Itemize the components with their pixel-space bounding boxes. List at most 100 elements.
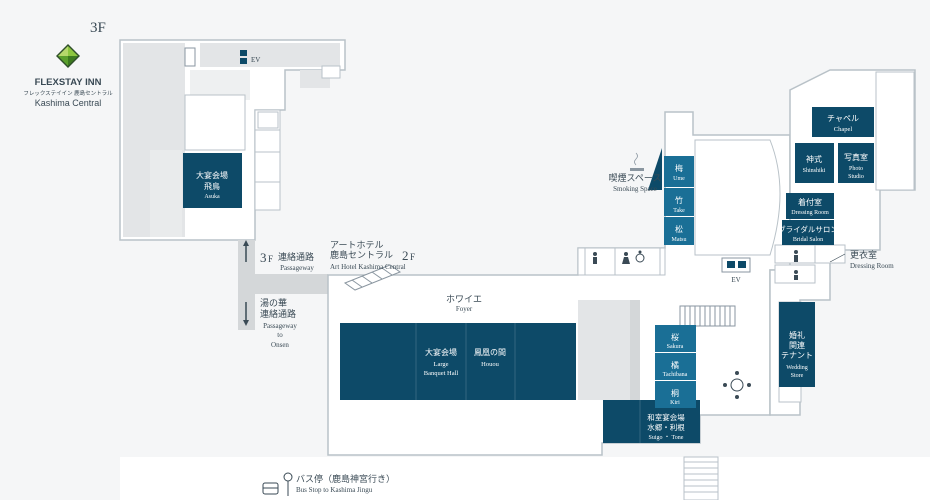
room-chapel bbox=[812, 107, 874, 137]
chapel-en: Chapel bbox=[834, 126, 853, 133]
asuka-jp2: 飛鳥 bbox=[204, 181, 220, 191]
bus-stop-sign-icon bbox=[283, 472, 293, 496]
tachibana-jp: 橘 bbox=[671, 360, 679, 370]
smoking-icon bbox=[630, 152, 644, 171]
central-hall-wall bbox=[694, 139, 781, 256]
passageway-corridor-h bbox=[238, 274, 328, 294]
room-kitsuke bbox=[786, 193, 834, 219]
chapel-jp: チャペル bbox=[827, 114, 859, 123]
room-kiri bbox=[655, 381, 696, 408]
bridal-en: Bridal Salon bbox=[793, 237, 823, 243]
escalator-icon bbox=[679, 305, 736, 327]
onsen-en2: to bbox=[277, 331, 283, 339]
foyer-jp: ホワイエ bbox=[446, 294, 482, 304]
brand-kana: フレックステイイン 鹿島セントラル bbox=[23, 89, 113, 97]
brand-sub: Kashima Central bbox=[35, 98, 102, 108]
room-large-banquet-hall bbox=[340, 323, 576, 400]
suigo-en: Suigo ・ Tone bbox=[649, 435, 684, 441]
passage-3f-en: Passageway bbox=[280, 264, 314, 272]
ground-strip bbox=[120, 457, 930, 500]
wedding-en1: Wedding bbox=[786, 365, 808, 371]
accessible-icon bbox=[635, 250, 645, 263]
ev-top-label: EV bbox=[251, 56, 260, 64]
bridal-jp: ブライダルサロン bbox=[778, 224, 838, 234]
room-matsu bbox=[664, 217, 694, 245]
matsu-en: Matsu bbox=[672, 237, 687, 243]
restroom-icon bbox=[593, 252, 630, 264]
elevator-icon-mid bbox=[721, 257, 751, 273]
stairs-icon bbox=[343, 264, 402, 291]
room-shinshiki bbox=[795, 143, 834, 183]
large-en2: Banquet Hall bbox=[424, 370, 459, 377]
room-tachibana bbox=[655, 353, 696, 380]
building-3f bbox=[119, 39, 346, 241]
passage-3f-f: F bbox=[268, 254, 273, 264]
room-photo-studio bbox=[838, 143, 874, 183]
foyer-en: Foyer bbox=[456, 305, 473, 313]
elevator-icon bbox=[240, 50, 247, 64]
round-table-icon bbox=[723, 371, 751, 399]
art-hotel-jp2: 鹿島セントラル bbox=[330, 249, 393, 260]
room-bridal-salon bbox=[782, 220, 834, 245]
art-floor-num: 2 bbox=[402, 248, 409, 263]
photo-en2: Studio bbox=[848, 174, 864, 180]
onsen-jp2: 連絡通路 bbox=[260, 308, 296, 319]
art-hotel-jp1: アートホテル bbox=[330, 240, 383, 250]
bus-stop-en: Bus Stop to Kashima Jingu bbox=[296, 486, 373, 494]
suigo-jp1: 和室宴会場 bbox=[647, 412, 685, 422]
kitsuke-jp: 着付室 bbox=[798, 197, 822, 207]
onsen-jp1: 湯の華 bbox=[260, 297, 287, 308]
room-wedding-store bbox=[779, 302, 815, 387]
ume-en: Ume bbox=[673, 176, 685, 182]
brand-name: FLEXSTAY INN bbox=[35, 77, 102, 88]
room-ume bbox=[664, 156, 694, 187]
crosswalk-icon bbox=[683, 456, 719, 500]
asuka-en: Asuka bbox=[204, 194, 220, 200]
houou-en: Houou bbox=[481, 361, 499, 368]
art-hotel-en: Art Hotel Kashima Central bbox=[330, 263, 406, 271]
bus-stop-jp: バス停（鹿島神宮行き） bbox=[296, 473, 395, 484]
passage-3f-num: 3 bbox=[260, 250, 267, 265]
wedding-jp3: テナント bbox=[781, 351, 813, 360]
art-floor-f: F bbox=[410, 252, 415, 262]
take-en: Take bbox=[673, 208, 685, 214]
large-en1: Large bbox=[433, 361, 448, 368]
sakura-jp: 桜 bbox=[671, 332, 679, 342]
dressing-jp: 更衣室 bbox=[850, 249, 877, 260]
room-take bbox=[664, 188, 694, 216]
suigo-jp2: 水郷・利根 bbox=[647, 422, 685, 432]
arrow-up-icon bbox=[243, 240, 249, 262]
photo-jp: 写真室 bbox=[844, 152, 868, 162]
arrow-down-icon bbox=[243, 302, 249, 326]
passage-3f-jp: 連絡通路 bbox=[278, 251, 314, 262]
asuka-jp1: 大宴会場 bbox=[196, 170, 228, 180]
sakura-en: Sakura bbox=[667, 344, 684, 350]
room-asuka bbox=[183, 153, 242, 208]
onsen-en1: Passageway bbox=[263, 322, 297, 330]
take-jp: 竹 bbox=[675, 195, 683, 205]
shinshiki-en: Shinshiki bbox=[803, 168, 826, 174]
ume-jp: 梅 bbox=[675, 163, 683, 173]
ev-mid-label: EV bbox=[731, 276, 740, 284]
brand-logo-icon bbox=[56, 44, 80, 68]
bus-icon bbox=[262, 482, 279, 495]
onsen-en3: Onsen bbox=[271, 341, 289, 349]
smoking-en: Smoking Space bbox=[613, 185, 657, 193]
floor-marker: 3F bbox=[90, 20, 106, 36]
matsu-jp: 松 bbox=[675, 224, 683, 234]
wedding-jp2: 関連 bbox=[789, 340, 805, 350]
dressing-en: Dressing Room bbox=[850, 262, 894, 270]
smoking-jp: 喫煙スペース bbox=[609, 172, 662, 183]
dressing-leader-line bbox=[829, 253, 846, 263]
room-sakura bbox=[655, 325, 696, 352]
wedding-en2: Store bbox=[791, 373, 804, 379]
houou-jp: 鳳凰の間 bbox=[474, 348, 506, 357]
large-jp: 大宴会場 bbox=[425, 347, 457, 357]
wedding-jp1: 婚礼 bbox=[789, 330, 805, 340]
photo-en1: Photo bbox=[849, 166, 863, 172]
kiri-en: Kiri bbox=[670, 400, 680, 406]
kitsuke-en: Dressing Room bbox=[791, 210, 829, 216]
shinshiki-jp: 神式 bbox=[806, 154, 822, 164]
dressing-room-icon bbox=[794, 250, 798, 280]
